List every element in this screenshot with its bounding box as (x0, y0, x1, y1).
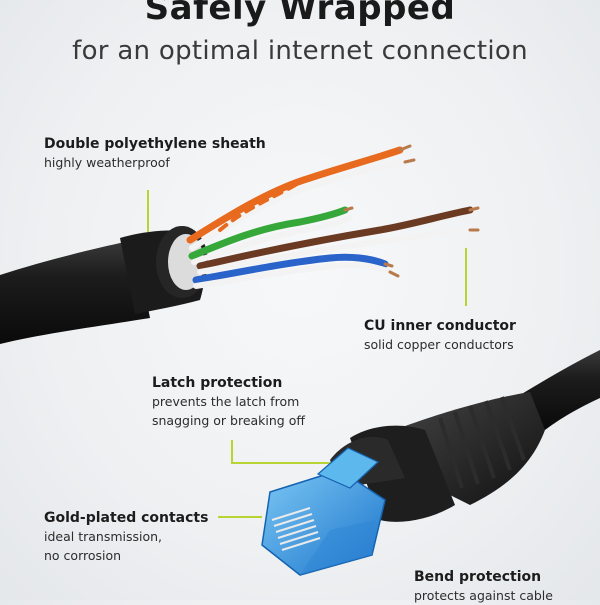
callout-sheath-title: Double polyethylene sheath (44, 136, 266, 152)
callout-contacts-desc-2: no corrosion (44, 548, 122, 563)
page-subtitle: for an optimal internet connection (72, 36, 528, 66)
callout-sheath: Double polyethylene sheath highly weathe… (44, 135, 266, 172)
callout-bend-desc-1: protects against cable (414, 588, 553, 603)
cable-tail (520, 350, 600, 430)
top-cable (0, 226, 208, 344)
rj45-plug (261, 447, 386, 576)
boot-ribs (438, 396, 526, 489)
contacts (271, 507, 321, 551)
callout-conductor: CU inner conductor solid copper conducto… (364, 317, 516, 354)
callout-latch-desc-1: prevents the latch from (152, 394, 300, 409)
leader-lines (147, 190, 467, 518)
copper-tips (343, 144, 480, 278)
callout-conductor-title: CU inner conductor (364, 318, 516, 334)
callout-latch: Latch protection prevents the latch from… (152, 374, 305, 430)
callout-bend-title: Bend protection (414, 569, 542, 585)
callout-latch-title: Latch protection (152, 375, 283, 391)
leader-latch (231, 440, 330, 464)
twisted-pairs (186, 146, 474, 289)
callout-contacts-desc-1: ideal transmission, (44, 529, 163, 544)
callout-latch-desc-2: snagging or breaking off (152, 413, 305, 428)
outer-sheath (0, 240, 150, 344)
latch (316, 447, 380, 489)
callout-contacts-title: Gold-plated contacts (44, 510, 209, 526)
callout-conductor-desc-1: solid copper conductors (364, 337, 514, 352)
callout-sheath-desc-1: highly weatherproof (44, 155, 170, 170)
page-title: Safely Wrapped (144, 0, 456, 28)
callout-contacts: Gold-plated contacts ideal transmission,… (44, 509, 208, 565)
callout-bend: Bend protection protects against cable (414, 568, 553, 605)
